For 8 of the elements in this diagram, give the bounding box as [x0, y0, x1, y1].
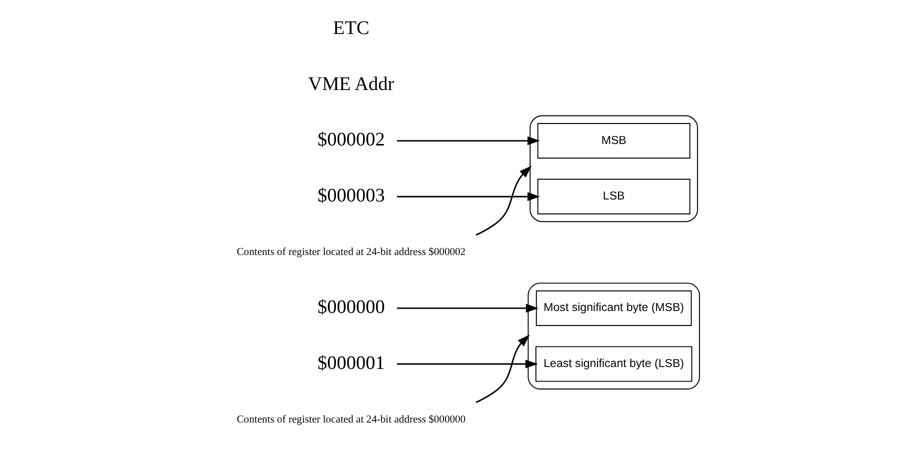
node-text: Contents of register located at 24-bit address $000002: [236, 247, 466, 258]
label: VME Addr: [308, 74, 394, 95]
label: ETC: [333, 18, 370, 40]
node-text: $000000: [318, 297, 385, 318]
node-text: $000003: [318, 185, 385, 206]
node-text: $000002: [318, 130, 385, 151]
node-text: Contents of register located at 24-bit address $000000: [236, 414, 466, 426]
node-text: $000001: [318, 352, 385, 374]
